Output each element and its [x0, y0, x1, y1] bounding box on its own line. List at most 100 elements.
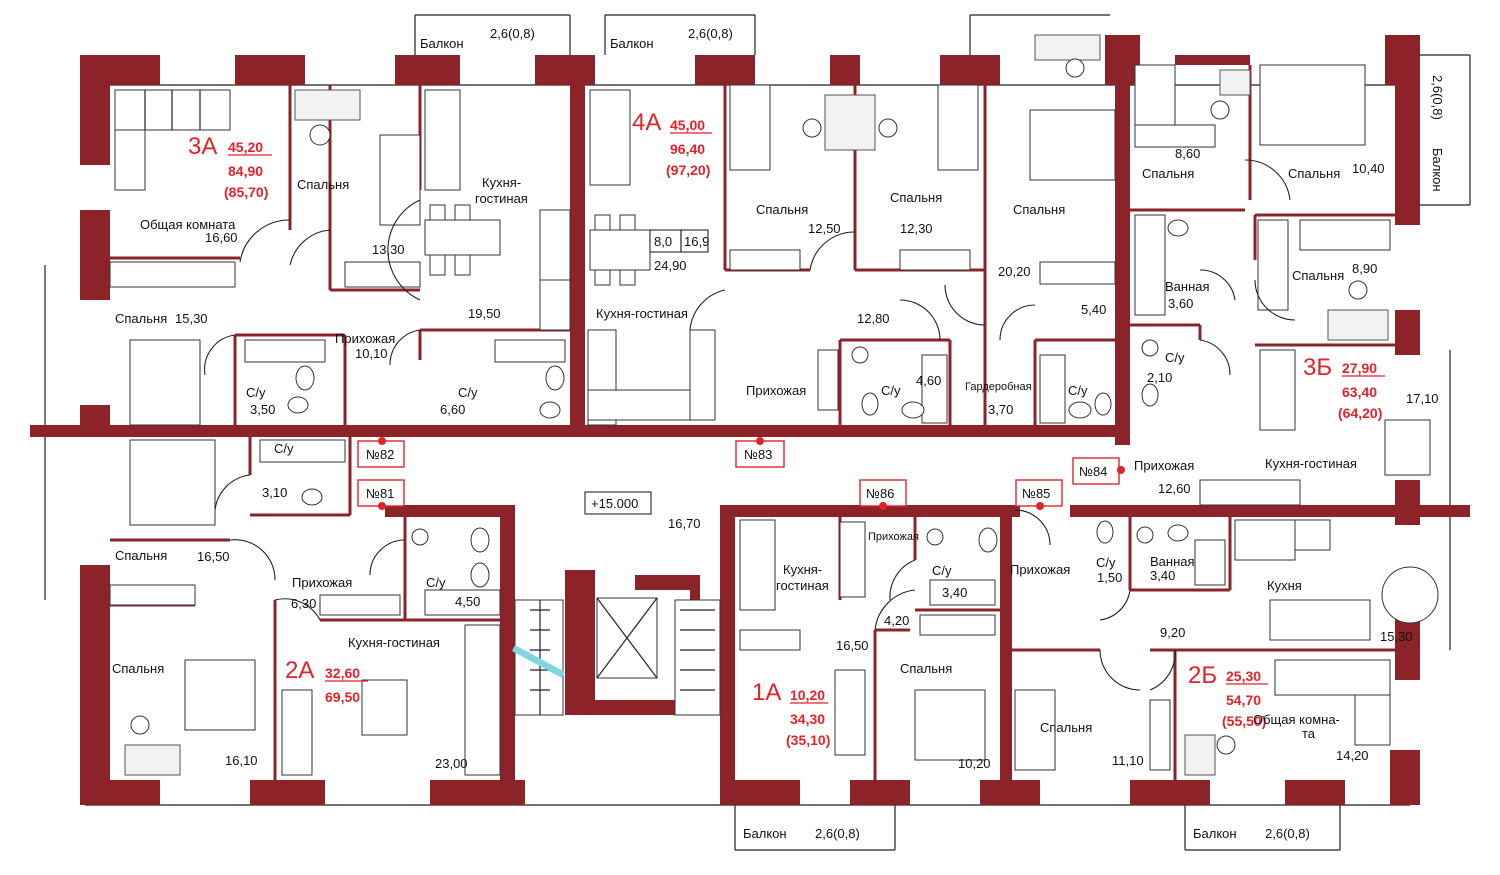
room-name: Ванная: [1165, 279, 1210, 294]
apartment-living-area: 45,20: [228, 139, 263, 155]
apartment-4a: 4А 45,00 96,40 (97,20): [632, 109, 712, 178]
room-area: 5,40: [1081, 302, 1106, 317]
room-name: Прихожая: [292, 575, 352, 590]
apartment-total-area: 96,40: [670, 141, 705, 157]
apartment-total-area: 84,90: [228, 163, 263, 179]
living-area-small: 16,9: [684, 234, 709, 249]
room-area: 4,60: [916, 373, 941, 388]
room-name: С/у: [274, 441, 294, 456]
room-name: Прихожая: [1134, 458, 1194, 473]
room-area: 12,30: [900, 221, 933, 236]
apartment-total-area: 54,70: [1226, 692, 1261, 708]
extra-area: 16,50: [836, 638, 869, 653]
room-area: 6,30: [291, 596, 316, 611]
apartment-3b: 3Б 27,90 63,40 (64,20): [1303, 354, 1385, 421]
room-name: Кухня-: [783, 562, 822, 577]
room-area: 3,40: [1150, 568, 1175, 583]
room-name: Прихожая: [746, 383, 806, 398]
room-name: С/у: [426, 575, 446, 590]
room-area: 12,80: [857, 311, 890, 326]
apartment-2a: 2А 32,60 69,50: [285, 657, 368, 705]
room-name-2: та: [1302, 726, 1316, 741]
room-name: Спальня: [1040, 720, 1092, 735]
room-name: С/у: [1165, 350, 1185, 365]
room-name: Спальня: [115, 311, 167, 326]
room-area: 15,30: [1380, 629, 1413, 644]
apartment-code: 2А: [285, 657, 314, 684]
outer-walls: [30, 35, 1470, 806]
room-name-2: гостиная: [475, 191, 528, 206]
room-area: 3,70: [988, 402, 1013, 417]
balcony-size-5: 2,6(0,8): [1430, 75, 1445, 120]
room-name: Прихожая: [335, 331, 395, 346]
apt-number-83: №83: [744, 447, 772, 462]
room-name: Прихожая: [1010, 562, 1070, 577]
apartment-total-area: 34,30: [790, 711, 825, 727]
apt-number-85: №85: [1022, 486, 1050, 501]
room-area: 16,60: [205, 230, 238, 245]
apartment-total-area: 69,50: [325, 689, 360, 705]
apartment-total-area-balcony: (55,50): [1222, 713, 1266, 729]
room-area: 12,50: [808, 221, 841, 236]
apartment-total-area-balcony: (97,20): [666, 162, 710, 178]
room-name: Спальня: [297, 177, 349, 192]
apartment-living-area: 32,60: [325, 665, 360, 681]
room-area: 10,20: [958, 756, 991, 771]
apartment-3a: 3А 45,20 84,90 (85,70): [188, 133, 272, 200]
room-area: 4,20: [884, 613, 909, 628]
room-name: Общая комната: [140, 217, 236, 232]
apartment-total-area-balcony: (64,20): [1338, 405, 1382, 421]
room-area: 10,40: [1352, 161, 1385, 176]
balconies: [414, 14, 1471, 851]
room-name: С/у: [1068, 383, 1088, 398]
kitchen-living-split-box: [649, 229, 709, 253]
extra-area: 9,20: [1160, 625, 1185, 640]
room-name: Гардеробная: [965, 381, 1032, 393]
room-labels: Общая комната 16,60 Спальня 13,30 Кухня-…: [112, 146, 1439, 771]
room-name: С/у: [881, 383, 901, 398]
apartment-total-area-balcony: (85,70): [224, 184, 268, 200]
room-name: Спальня: [890, 190, 942, 205]
balcony-size-2: 2,6(0,8): [688, 26, 733, 41]
room-area: 8,90: [1352, 261, 1377, 276]
room-name: Спальня: [900, 661, 952, 676]
room-name: Кухня-гостиная: [348, 635, 440, 650]
apartment-code: 3А: [188, 133, 217, 160]
apt-number-81: №81: [366, 486, 394, 501]
room-name: Спальня: [1288, 166, 1340, 181]
apartment-code: 2Б: [1188, 662, 1217, 689]
apartment-code: 4А: [632, 109, 661, 136]
apt-number-82: №82: [366, 447, 394, 462]
apartment-living-area: 27,90: [1342, 360, 1377, 376]
corridor-area: 16,70: [668, 516, 701, 531]
room-area: 13,30: [372, 242, 405, 257]
room-area: 23,00: [435, 756, 468, 771]
balcony-size-4: 2,6(0,8): [1265, 826, 1310, 841]
room-area: 8,60: [1175, 146, 1200, 161]
kitchen-area-small: 8,0: [654, 234, 672, 249]
room-area: 6,60: [440, 402, 465, 417]
apartment-total-area: 63,40: [1342, 384, 1377, 400]
furniture: [109, 34, 1439, 776]
room-name-2: гостиная: [776, 578, 829, 593]
apartment-code: 1А: [752, 679, 781, 706]
balcony-label-4: Балкон: [1193, 826, 1237, 841]
room-name: Кухня-гостиная: [596, 306, 688, 321]
room-name: Спальня: [112, 661, 164, 676]
room-name: С/у: [246, 385, 266, 400]
room-name: С/у: [1096, 555, 1116, 570]
room-name: Кухня-: [482, 175, 521, 190]
room-name: Общая комна-: [1253, 712, 1340, 727]
room-area: 16,50: [197, 549, 230, 564]
room-area: 3,10: [262, 485, 287, 500]
room-name: Кухня: [1267, 578, 1302, 593]
balcony-label-5: Балкон: [1430, 148, 1445, 192]
kitchen-living-total: 24,90: [654, 258, 687, 273]
room-area: 15,30: [175, 311, 208, 326]
apt-number-86: №86: [866, 486, 894, 501]
apartment-2b: 2Б 25,30 54,70 (55,50): [1188, 662, 1268, 729]
apartment-living-area: 45,00: [670, 117, 705, 133]
balcony-label-1: Балкон: [420, 36, 464, 51]
room-name: С/у: [932, 563, 952, 578]
